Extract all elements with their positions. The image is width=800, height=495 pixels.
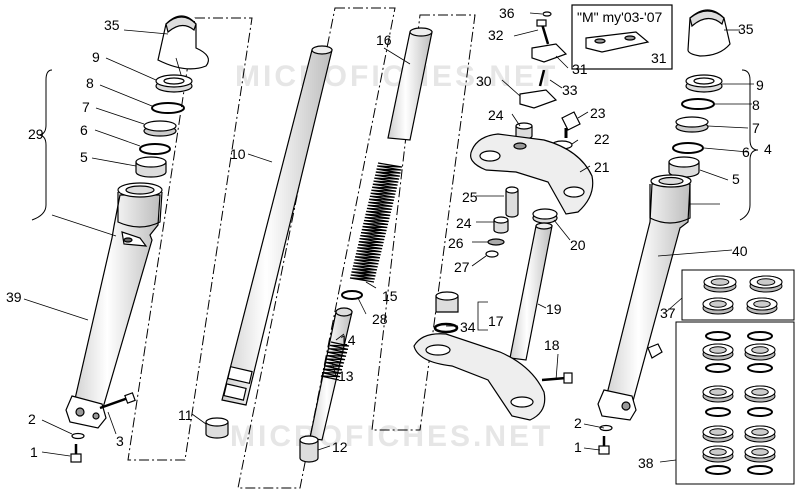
callout-c16: 16	[376, 32, 392, 48]
callout-c26: 26	[448, 235, 464, 251]
callout-c7a: 7	[82, 99, 90, 115]
kit37-dust-seal-inner	[753, 300, 771, 308]
steering-group	[413, 11, 594, 421]
zone-1-boundary	[127, 17, 253, 461]
kit-38-contents	[702, 331, 776, 475]
callout-c29: 29	[28, 126, 44, 142]
callout-c20: 20	[570, 237, 586, 253]
callout-c3: 3	[116, 433, 124, 449]
kit38-part	[705, 407, 731, 417]
kit37-seal-inner	[710, 278, 730, 286]
callout-c6b: 6	[742, 144, 750, 160]
inset-riser-illustration	[585, 31, 650, 53]
kit38-part-inner	[709, 388, 727, 396]
kit-box-38	[675, 321, 795, 485]
callout-c14: 14	[340, 332, 356, 348]
kit38-part-inner	[751, 388, 769, 396]
callout-c21: 21	[594, 159, 610, 175]
kit38-part-inner	[751, 428, 769, 436]
kit-box-37	[681, 269, 795, 321]
kit37-dust-seal-inner	[709, 300, 727, 308]
callout-labels: 3598297653923110111615281413123632313033…	[6, 5, 772, 471]
callout-c4: 4	[764, 141, 772, 157]
watermark-top: MICROFICHES.NET	[235, 60, 558, 93]
callout-c8b: 8	[752, 97, 760, 113]
kit38-part-inner	[709, 448, 727, 456]
inset-part-number: 31	[651, 50, 667, 66]
callout-c37: 37	[660, 305, 676, 321]
callout-c9a: 9	[92, 49, 100, 65]
zone-3-boundary	[371, 14, 476, 431]
callout-c31: 31	[572, 61, 588, 77]
callout-c1b: 1	[574, 439, 582, 455]
callout-c13: 13	[338, 368, 354, 384]
callout-c12: 12	[332, 439, 348, 455]
callout-c30: 30	[476, 73, 492, 89]
callout-c6a: 6	[80, 122, 88, 138]
callout-c2b: 2	[574, 415, 582, 431]
callout-c25: 25	[462, 189, 478, 205]
inset-title: "M" my'03-'07	[577, 9, 663, 25]
bracket-29	[31, 69, 53, 221]
kit38-part	[747, 331, 773, 341]
kit38-part	[747, 407, 773, 417]
callout-c2a: 2	[28, 411, 36, 427]
spring-coil-path	[320, 341, 350, 381]
callout-c36: 36	[499, 5, 515, 21]
fork-cap-35-left	[157, 15, 209, 70]
kit38-part	[747, 465, 773, 475]
spring-coil-path	[349, 162, 403, 283]
callout-c35a: 35	[104, 17, 120, 33]
kit38-part	[747, 363, 773, 373]
callout-c32: 32	[488, 27, 504, 43]
kit-37-contents	[702, 275, 783, 315]
kit38-part	[705, 465, 731, 475]
zone-2-boundary	[237, 7, 396, 489]
kit38-part-inner	[751, 448, 769, 456]
callout-c10: 10	[230, 146, 246, 162]
callout-c33: 33	[562, 82, 578, 98]
callout-c19: 19	[546, 301, 562, 317]
leader-lines	[23, 12, 754, 463]
callout-c8a: 8	[86, 75, 94, 91]
callout-c17: 17	[488, 313, 504, 329]
callout-c27: 27	[454, 259, 470, 275]
callout-c9b: 9	[756, 77, 764, 93]
center-tubes-group	[205, 27, 433, 463]
kit37-seal-inner	[756, 278, 776, 286]
bracket-4	[739, 69, 759, 221]
kit38-part-inner	[751, 346, 769, 354]
spring-13	[320, 341, 350, 381]
callout-c23: 23	[590, 105, 606, 121]
spring-15	[349, 162, 403, 283]
callout-c5a: 5	[80, 149, 88, 165]
kit38-part	[705, 331, 731, 341]
callout-c39: 39	[6, 289, 22, 305]
callout-c24b: 24	[456, 215, 472, 231]
callout-c1a: 1	[30, 444, 38, 460]
callout-c11: 11	[178, 407, 193, 423]
callout-c40: 40	[732, 243, 748, 259]
callout-c34: 34	[460, 319, 476, 335]
callout-c18: 18	[544, 337, 560, 353]
callout-c28: 28	[372, 311, 388, 327]
watermark-bottom: MICROFICHES.NET	[230, 420, 553, 453]
callout-c22: 22	[594, 131, 610, 147]
callout-c38: 38	[638, 455, 654, 471]
zone-boundaries	[127, 7, 476, 489]
kit38-part-inner	[709, 346, 727, 354]
kit38-part	[705, 363, 731, 373]
callout-c5b: 5	[732, 171, 740, 187]
callout-c24a: 24	[488, 107, 504, 123]
kit38-part-inner	[709, 428, 727, 436]
callout-c7b: 7	[752, 120, 760, 136]
callout-c15: 15	[382, 288, 398, 304]
inner-tube-10	[221, 45, 333, 406]
callout-c35b: 35	[738, 21, 754, 37]
left-fork-leg-group	[65, 15, 209, 463]
inset-box	[571, 4, 673, 70]
right-fork-leg-group	[597, 9, 731, 455]
